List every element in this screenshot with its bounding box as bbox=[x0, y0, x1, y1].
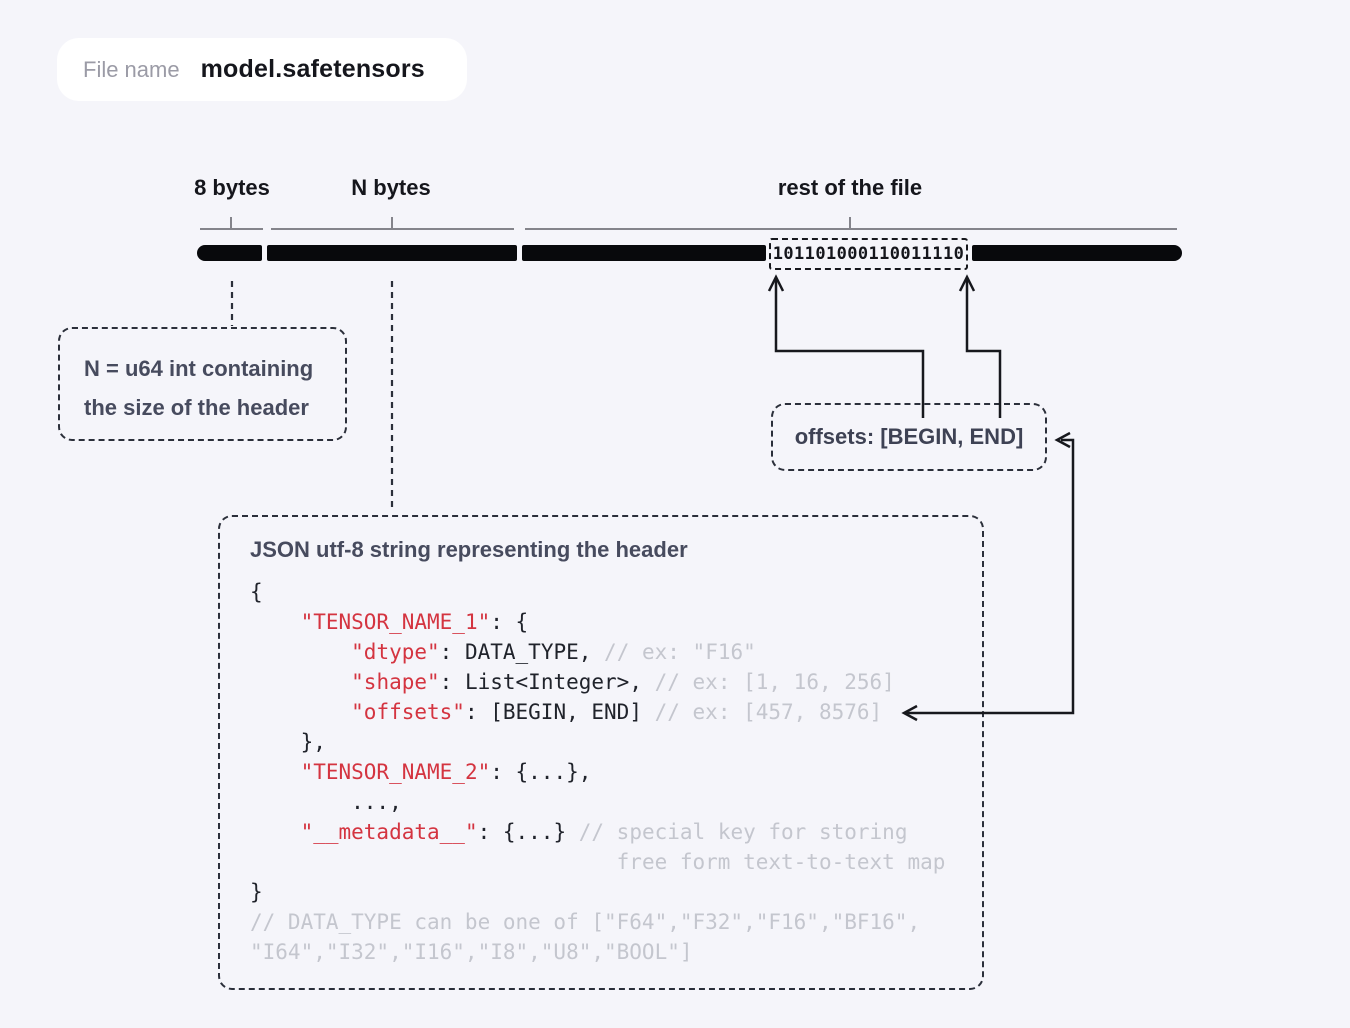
note-header-size-line2: the size of the header bbox=[84, 395, 309, 420]
measure-tick bbox=[849, 217, 851, 228]
code-line: "__metadata__": {...} // special key for… bbox=[300, 820, 908, 844]
code-line: } bbox=[250, 880, 263, 904]
json-header-title: JSON utf-8 string representing the heade… bbox=[250, 537, 688, 562]
arrow-begin-offset-icon bbox=[767, 274, 925, 418]
note-offsets: offsets: [BEGIN, END] bbox=[771, 403, 1047, 471]
bar-segment-rest-right bbox=[972, 245, 1182, 261]
bar-segment-8-bytes bbox=[197, 245, 262, 261]
file-name-pill: File name model.safetensors bbox=[57, 38, 467, 101]
bar-segment-rest-left bbox=[522, 245, 766, 261]
code-block: { "TENSOR_NAME_1": { "dtype": DATA_TYPE,… bbox=[250, 577, 945, 967]
measure-line-n-bytes bbox=[271, 217, 514, 230]
binary-offsets-region: 101101000110011110 bbox=[769, 238, 968, 270]
code-line: { bbox=[250, 580, 263, 604]
arrow-end-offset-icon bbox=[958, 274, 1002, 418]
bar-segment-n-bytes bbox=[267, 245, 517, 261]
code-line: ..., bbox=[250, 790, 402, 814]
measure-line-rest bbox=[525, 217, 1177, 230]
json-header-box: JSON utf-8 string representing the heade… bbox=[218, 515, 984, 990]
label-rest-of-file: rest of the file bbox=[777, 175, 923, 200]
code-line: free form text-to-text map bbox=[616, 850, 946, 874]
measure-line-8-bytes bbox=[200, 217, 263, 230]
code-line: }, bbox=[250, 730, 326, 754]
note-header-size: N = u64 int containing the size of the h… bbox=[58, 327, 347, 441]
note-offsets-label: offsets: [BEGIN, END] bbox=[794, 424, 1024, 449]
file-name-label: File name bbox=[83, 56, 180, 82]
measure-tick bbox=[391, 217, 393, 228]
label-8-bytes: 8 bytes bbox=[194, 175, 270, 200]
measure-tick bbox=[230, 217, 232, 228]
code-line: "shape": List<Integer>, // ex: [1, 16, 2… bbox=[351, 670, 895, 694]
label-n-bytes: N bytes bbox=[351, 175, 431, 200]
code-line: "dtype": DATA_TYPE, // ex: "F16" bbox=[351, 640, 756, 664]
code-line: "TENSOR_NAME_1": { bbox=[300, 610, 529, 634]
file-name-value: model.safetensors bbox=[200, 55, 425, 83]
note-header-size-line1: N = u64 int containing bbox=[84, 356, 314, 381]
code-line: "TENSOR_NAME_2": {...}, bbox=[300, 760, 592, 784]
code-line: "offsets": [BEGIN, END] // ex: [457, 857… bbox=[351, 700, 883, 724]
code-line: "I64","I32","I16","I8","U8","BOOL"] bbox=[250, 940, 693, 964]
code-line: // DATA_TYPE can be one of ["F64","F32",… bbox=[250, 910, 921, 934]
